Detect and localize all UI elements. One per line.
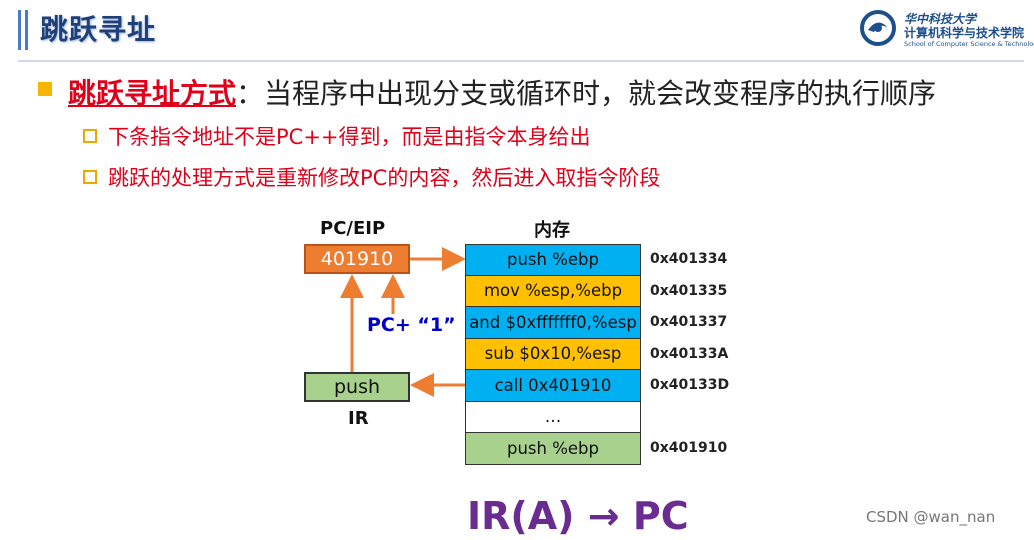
logo-line3: School of Computer Science & Technology,… [904,40,1034,48]
memory-cell: call 0x401910 [465,370,641,402]
logo-line2: 计算机科学与技术学院 [904,26,1025,40]
memory-address: 0x401335 [650,282,728,299]
university-logo: 华中科技大学 计算机科学与技术学院 School of Computer Sci… [860,8,1034,52]
memory-address: 0x40133A [650,345,729,362]
memory-cell: mov %esp,%ebp [465,275,641,307]
heading-rest: 当程序中出现分支或循环时，就会改变程序的执行顺序 [264,77,937,110]
memory-cell: sub $0x10,%esp [465,338,641,370]
memory-cell: and $0xfffffff0,%esp [465,307,641,339]
formula: IR(A) → PC [467,494,689,538]
title-decoration [18,10,34,50]
memory-label: 内存 [534,220,570,241]
ir-label: IR [348,408,369,429]
ir-register: push [304,372,410,402]
sub-bullet-1: 下条指令地址不是PC++得到，而是由指令本身给出 [108,125,591,149]
page-title: 跳跃寻址 [40,13,157,46]
pc-plus-label: PC+ “1” [367,314,456,336]
watermark: CSDN @wan_nan [866,508,996,526]
memory-address: 0x401910 [650,440,728,456]
memory-address: 0x40133D [650,377,730,393]
heading-colon: ： [236,77,265,110]
header-divider [18,60,1024,62]
memory-cell: push %ebp [465,244,641,276]
sub-bullet-icon [83,129,97,143]
bullet-square-icon [38,82,52,96]
pc-register: 401910 [304,244,410,274]
logo-emblem-icon [860,10,896,46]
logo-line1: 华中科技大学 [904,12,977,26]
memory-cell: … [465,401,641,433]
sub-bullet-icon [83,170,97,184]
pc-label: PC/EIP [320,218,386,239]
main-heading: 跳跃寻址方式：当程序中出现分支或循环时，就会改变程序的执行顺序 [68,72,936,112]
memory-address: 0x401334 [650,251,728,267]
memory-address: 0x401337 [650,314,728,330]
sub-bullet-2: 跳跃的处理方式是重新修改PC的内容，然后进入取指令阶段 [108,166,661,190]
heading-highlight: 跳跃寻址方式 [68,77,237,110]
memory-cell: push %ebp [465,433,641,465]
